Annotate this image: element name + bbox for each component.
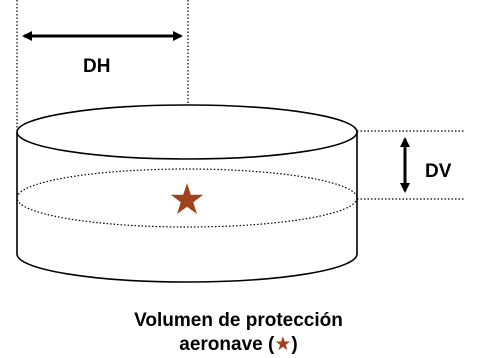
caption-line-2: aeronave (★) (0, 334, 477, 356)
cylinder-middle-dotted-ellipse (16, 168, 358, 228)
cylinder-side-walls (16, 132, 358, 283)
caption-line-1: Volumen de protección (134, 310, 343, 331)
dh-label: DH (83, 56, 110, 77)
caption-line-2-suffix: ) (291, 334, 298, 355)
dv-label: DV (425, 161, 452, 182)
star-icon (170, 183, 204, 214)
cylinder-top-ellipse (16, 104, 358, 160)
caption-line-2-prefix: aeronave ( (179, 334, 275, 355)
inline-star-icon: ★ (274, 334, 292, 355)
